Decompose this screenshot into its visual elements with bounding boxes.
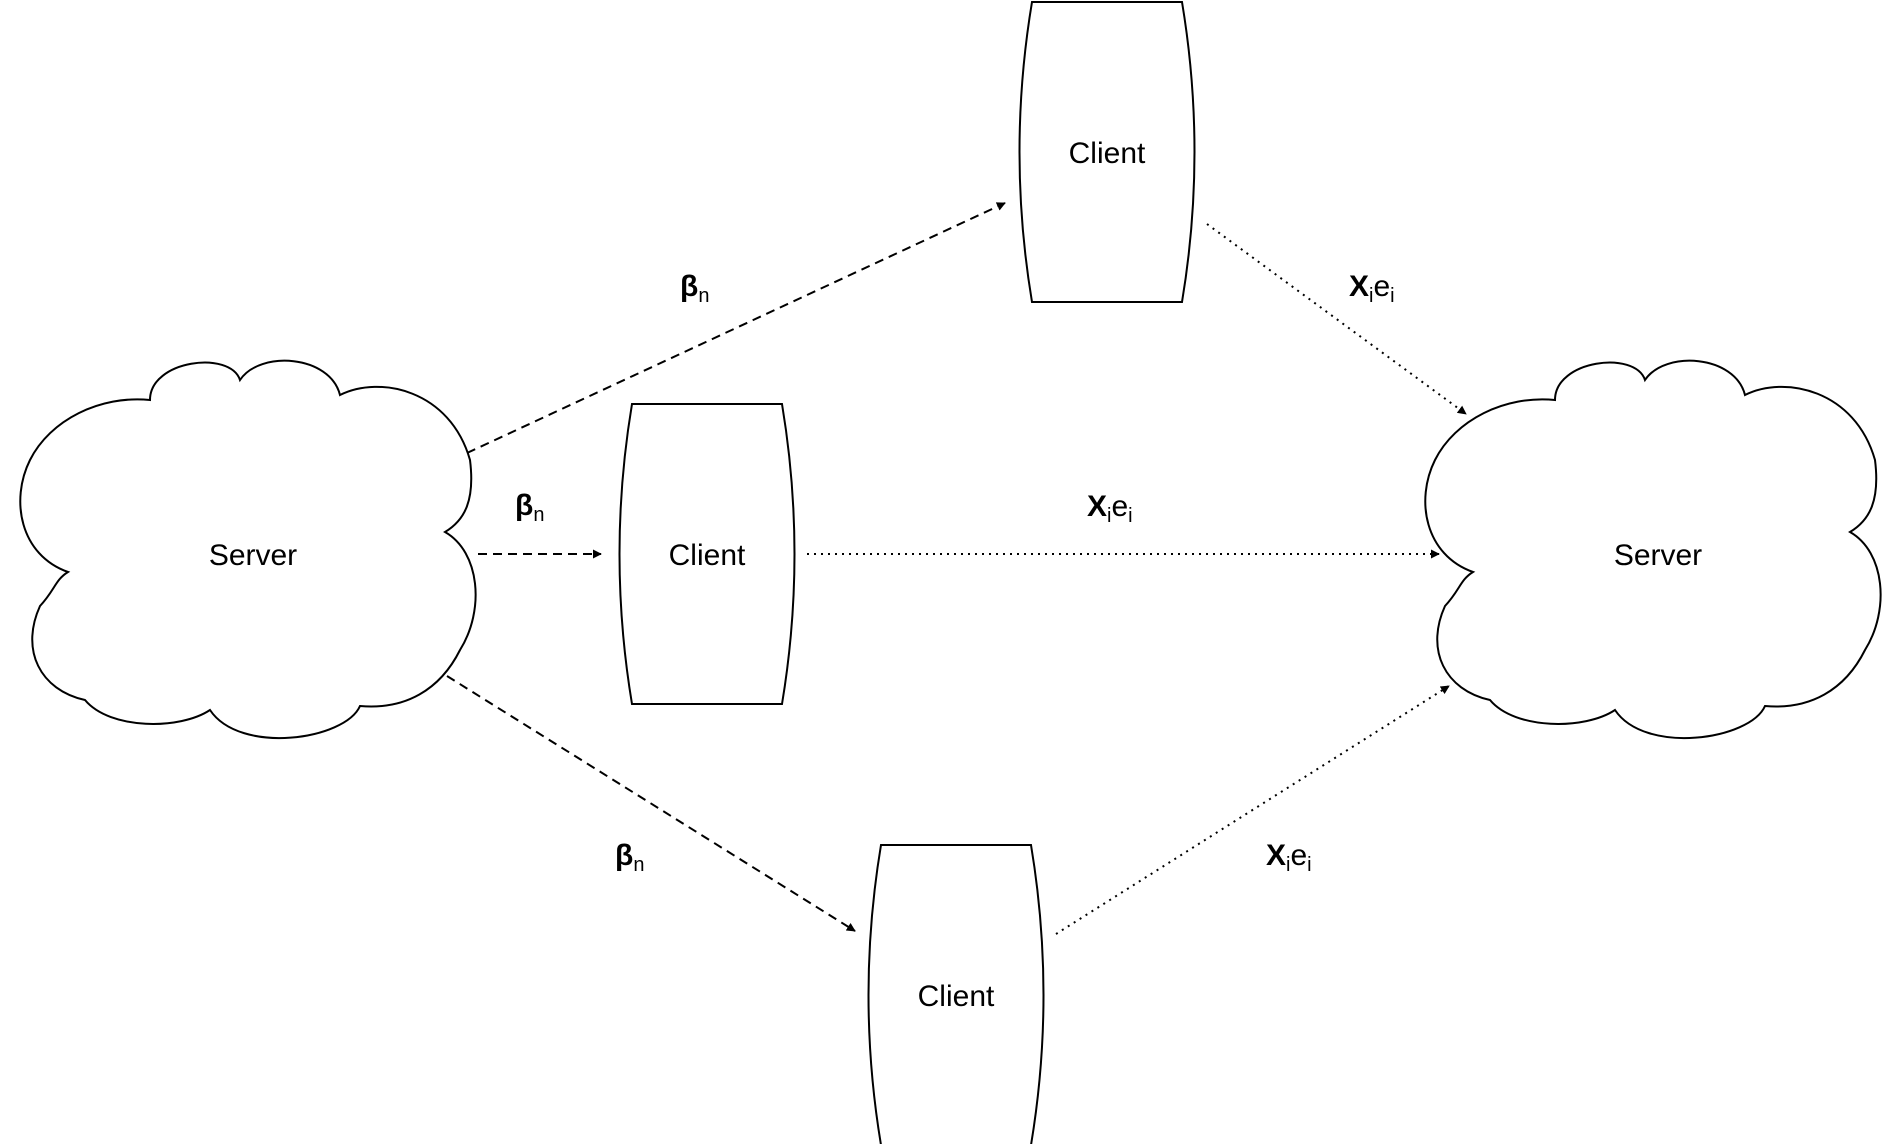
node-label: Client — [669, 539, 746, 572]
client-top: Client — [1018, 0, 1196, 303]
cloud-shape — [1424, 359, 1882, 739]
node-label: Server — [209, 539, 297, 572]
label-beta-bottom: βn — [615, 839, 644, 876]
server-right: Server — [1424, 359, 1882, 739]
edge-client-top-to-server — [1206, 223, 1467, 415]
edge-client-bottom-to-server — [1055, 685, 1450, 935]
edge-server-to-client-top — [466, 202, 1006, 454]
client-shape — [1018, 0, 1196, 303]
cloud-shape — [19, 359, 477, 739]
node-label: Client — [1069, 137, 1146, 170]
label-beta-top: βn — [680, 270, 709, 307]
edge-server-to-client-bottom — [446, 675, 856, 932]
label-beta-middle: βn — [515, 489, 544, 526]
edges — [446, 202, 1467, 935]
label-xe-middle: Xiei — [1087, 490, 1133, 527]
label-xe-bottom: Xiei — [1266, 839, 1312, 876]
client-shape — [867, 844, 1045, 1144]
node-label: Server — [1614, 539, 1702, 572]
node-label: Client — [918, 980, 995, 1013]
edge-labels: βn βn βn Xiei Xiei Xiei — [515, 270, 1395, 876]
client-shape — [618, 403, 796, 705]
client-middle: Client — [618, 403, 796, 705]
server-left: Server — [19, 359, 477, 739]
label-xe-top: Xiei — [1349, 270, 1395, 307]
client-bottom: Client — [867, 844, 1045, 1144]
